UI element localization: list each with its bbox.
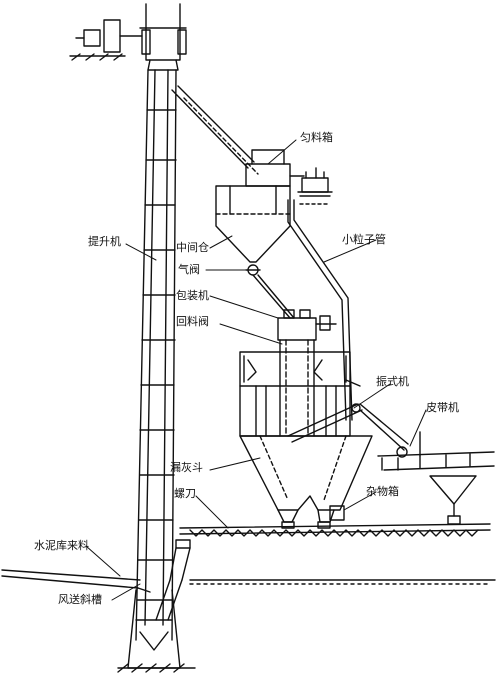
label-return-valve: 回料阀 bbox=[176, 315, 209, 328]
label-small-return-pipe: 小粒子管 bbox=[342, 233, 386, 246]
label-air-valve: 气阀 bbox=[178, 263, 200, 276]
elevator-drive-motor bbox=[75, 19, 143, 53]
label-cement-raw-material: 水泥库来料 bbox=[34, 539, 89, 552]
packer-column bbox=[277, 309, 337, 437]
label-intermediate-bin: 中间仓 bbox=[176, 241, 209, 254]
leader-lines bbox=[85, 139, 427, 601]
distributor-box bbox=[245, 149, 333, 205]
label-packer: 包装机 bbox=[176, 289, 209, 302]
belt-conveyor bbox=[377, 431, 495, 525]
intermediate-bin bbox=[215, 185, 295, 319]
ash-hopper bbox=[239, 435, 373, 529]
label-belt-conveyor: 皮带机 bbox=[426, 401, 459, 414]
label-debris-box: 杂物箱 bbox=[366, 485, 399, 498]
elevator-head bbox=[139, 3, 187, 71]
bucket-elevator bbox=[127, 69, 181, 669]
debris-box bbox=[329, 505, 345, 521]
label-elevator: 提升机 bbox=[88, 235, 121, 248]
label-vibrating-screen: 振式机 bbox=[376, 375, 409, 388]
label-air-chute: 风送斜槽 bbox=[58, 593, 102, 606]
discharge-chute bbox=[171, 85, 259, 175]
label-ash-bucket: 漏灰斗 bbox=[170, 461, 203, 474]
label-distributor: 匀料箱 bbox=[300, 131, 333, 144]
screw-conveyor bbox=[155, 523, 491, 621]
vibrating-screen bbox=[287, 403, 409, 458]
label-screw: 螺刀 bbox=[174, 487, 196, 500]
air-chute bbox=[1, 569, 151, 593]
packer-frame bbox=[239, 351, 351, 437]
